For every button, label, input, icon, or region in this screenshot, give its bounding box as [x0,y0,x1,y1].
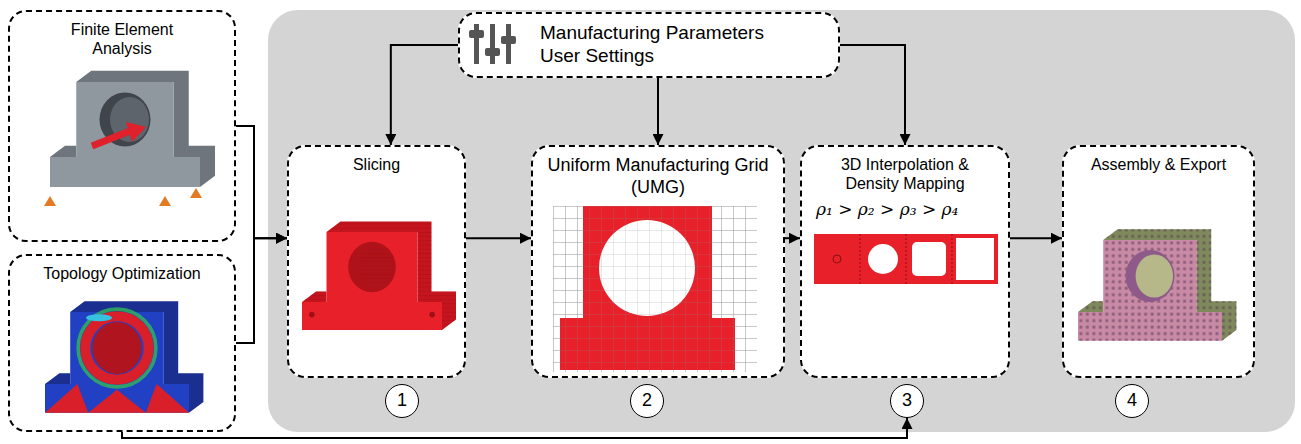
panel [268,10,1295,432]
box-title: Finite Element Analysis [47,20,197,58]
fea-block [50,71,215,187]
process-box: Uniform Manufacturing Grid (UMG) [531,145,785,378]
flow-arrow [236,126,287,238]
step-number: 4 [1115,384,1149,418]
to-block [45,301,203,413]
flow-arrow [391,45,458,145]
flow-arrow [466,237,531,239]
flow-arrow [657,78,659,145]
assembled-block [1078,229,1236,341]
load-arrow [92,131,130,146]
settings-box: Manufacturing Parameters User Settings [458,12,840,78]
box-title: 3D Interpolation & Density Mapping [815,155,995,193]
input-box: Topology Optimization [8,254,236,432]
density-order: ρ₁ > ρ₂ > ρ₃ > ρ₄ [816,199,958,219]
process-box: Assembly & Export [1062,145,1255,378]
box-title: Assembly & Export [1091,155,1226,174]
step-number: 1 [385,384,419,418]
box-title: Manufacturing Parameters User Settings [540,22,790,68]
callout-number: 4 [1127,390,1137,412]
load-arrow-head [126,122,146,142]
box-title: Uniform Manufacturing Grid (UMG) [539,155,777,198]
box-grounds [8,10,1255,432]
flow-arrow [840,45,905,145]
flow-arrow [785,237,800,239]
callout-number: 3 [902,390,912,412]
supports [44,188,202,206]
sliced-block [302,222,456,331]
flow-arrow [1010,237,1062,239]
sliders-icon [469,24,516,64]
flow-arrow [236,238,287,343]
step-number: 2 [630,384,664,418]
umg-grid [553,206,757,372]
box-title: Topology Optimization [43,264,200,283]
process-box: 3D Interpolation & Density Mapping ρ₁ > ρ… [800,145,1010,378]
callout-number: 1 [397,390,407,412]
step-number: 3 [890,384,924,418]
flow-arrow [122,418,907,438]
box-title: Slicing [353,155,400,174]
process-box: Slicing [287,145,466,378]
callout-number: 2 [642,390,652,412]
input-box: Finite Element Analysis [8,10,236,242]
density-cells [814,234,998,284]
